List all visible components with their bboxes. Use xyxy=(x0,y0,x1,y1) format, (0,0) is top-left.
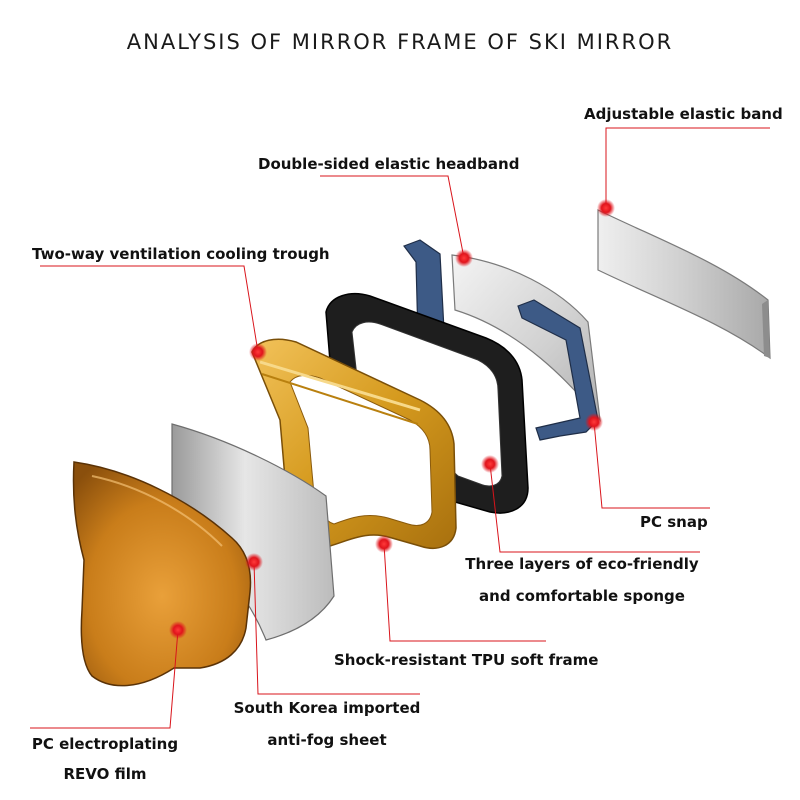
leader-sponge xyxy=(489,463,700,553)
leader-tpu xyxy=(383,543,546,642)
label-revo-line-2: REVO film xyxy=(63,765,147,783)
dot-elastic-band xyxy=(597,199,615,217)
dot-ventilation xyxy=(249,343,267,361)
label-adjustable-elastic-band: Adjustable elastic band xyxy=(584,105,783,123)
leader-headband xyxy=(320,175,465,259)
leader-elastic-band xyxy=(605,127,770,206)
label-double-sided-headband: Double-sided elastic headband xyxy=(258,155,520,173)
adjustable-elastic-band-part xyxy=(597,209,771,360)
leader-pc-snap xyxy=(593,421,710,509)
label-ventilation-trough: Two-way ventilation cooling trough xyxy=(32,245,330,263)
pc-snap-right-part xyxy=(517,299,599,441)
dot-antifog xyxy=(245,553,263,571)
dot-sponge xyxy=(481,455,499,473)
leader-antifog xyxy=(253,561,420,695)
label-sponge-line-2: and comfortable sponge xyxy=(479,587,685,605)
diagram-title: ANALYSIS OF MIRROR FRAME OF SKI MIRROR xyxy=(126,30,674,54)
label-pc-snap: PC snap xyxy=(640,513,708,531)
leader-revo xyxy=(30,629,179,729)
leader-ventilation xyxy=(40,265,259,353)
dot-pc-snap xyxy=(585,413,603,431)
label-revo-line-1: PC electroplating xyxy=(31,735,179,753)
leader-lines xyxy=(30,127,770,729)
label-antifog-line-1: South Korea imported xyxy=(233,699,421,717)
label-antifog-line-2: anti-fog sheet xyxy=(267,731,387,749)
dot-headband xyxy=(455,249,473,267)
revo-lens-part xyxy=(72,461,252,687)
dot-tpu xyxy=(375,535,393,553)
label-tpu-soft-frame: Shock-resistant TPU soft frame xyxy=(334,651,599,669)
dot-revo xyxy=(169,621,187,639)
highlight-dots xyxy=(169,199,615,639)
label-sponge-line-1: Three layers of eco-friendly xyxy=(465,555,699,573)
